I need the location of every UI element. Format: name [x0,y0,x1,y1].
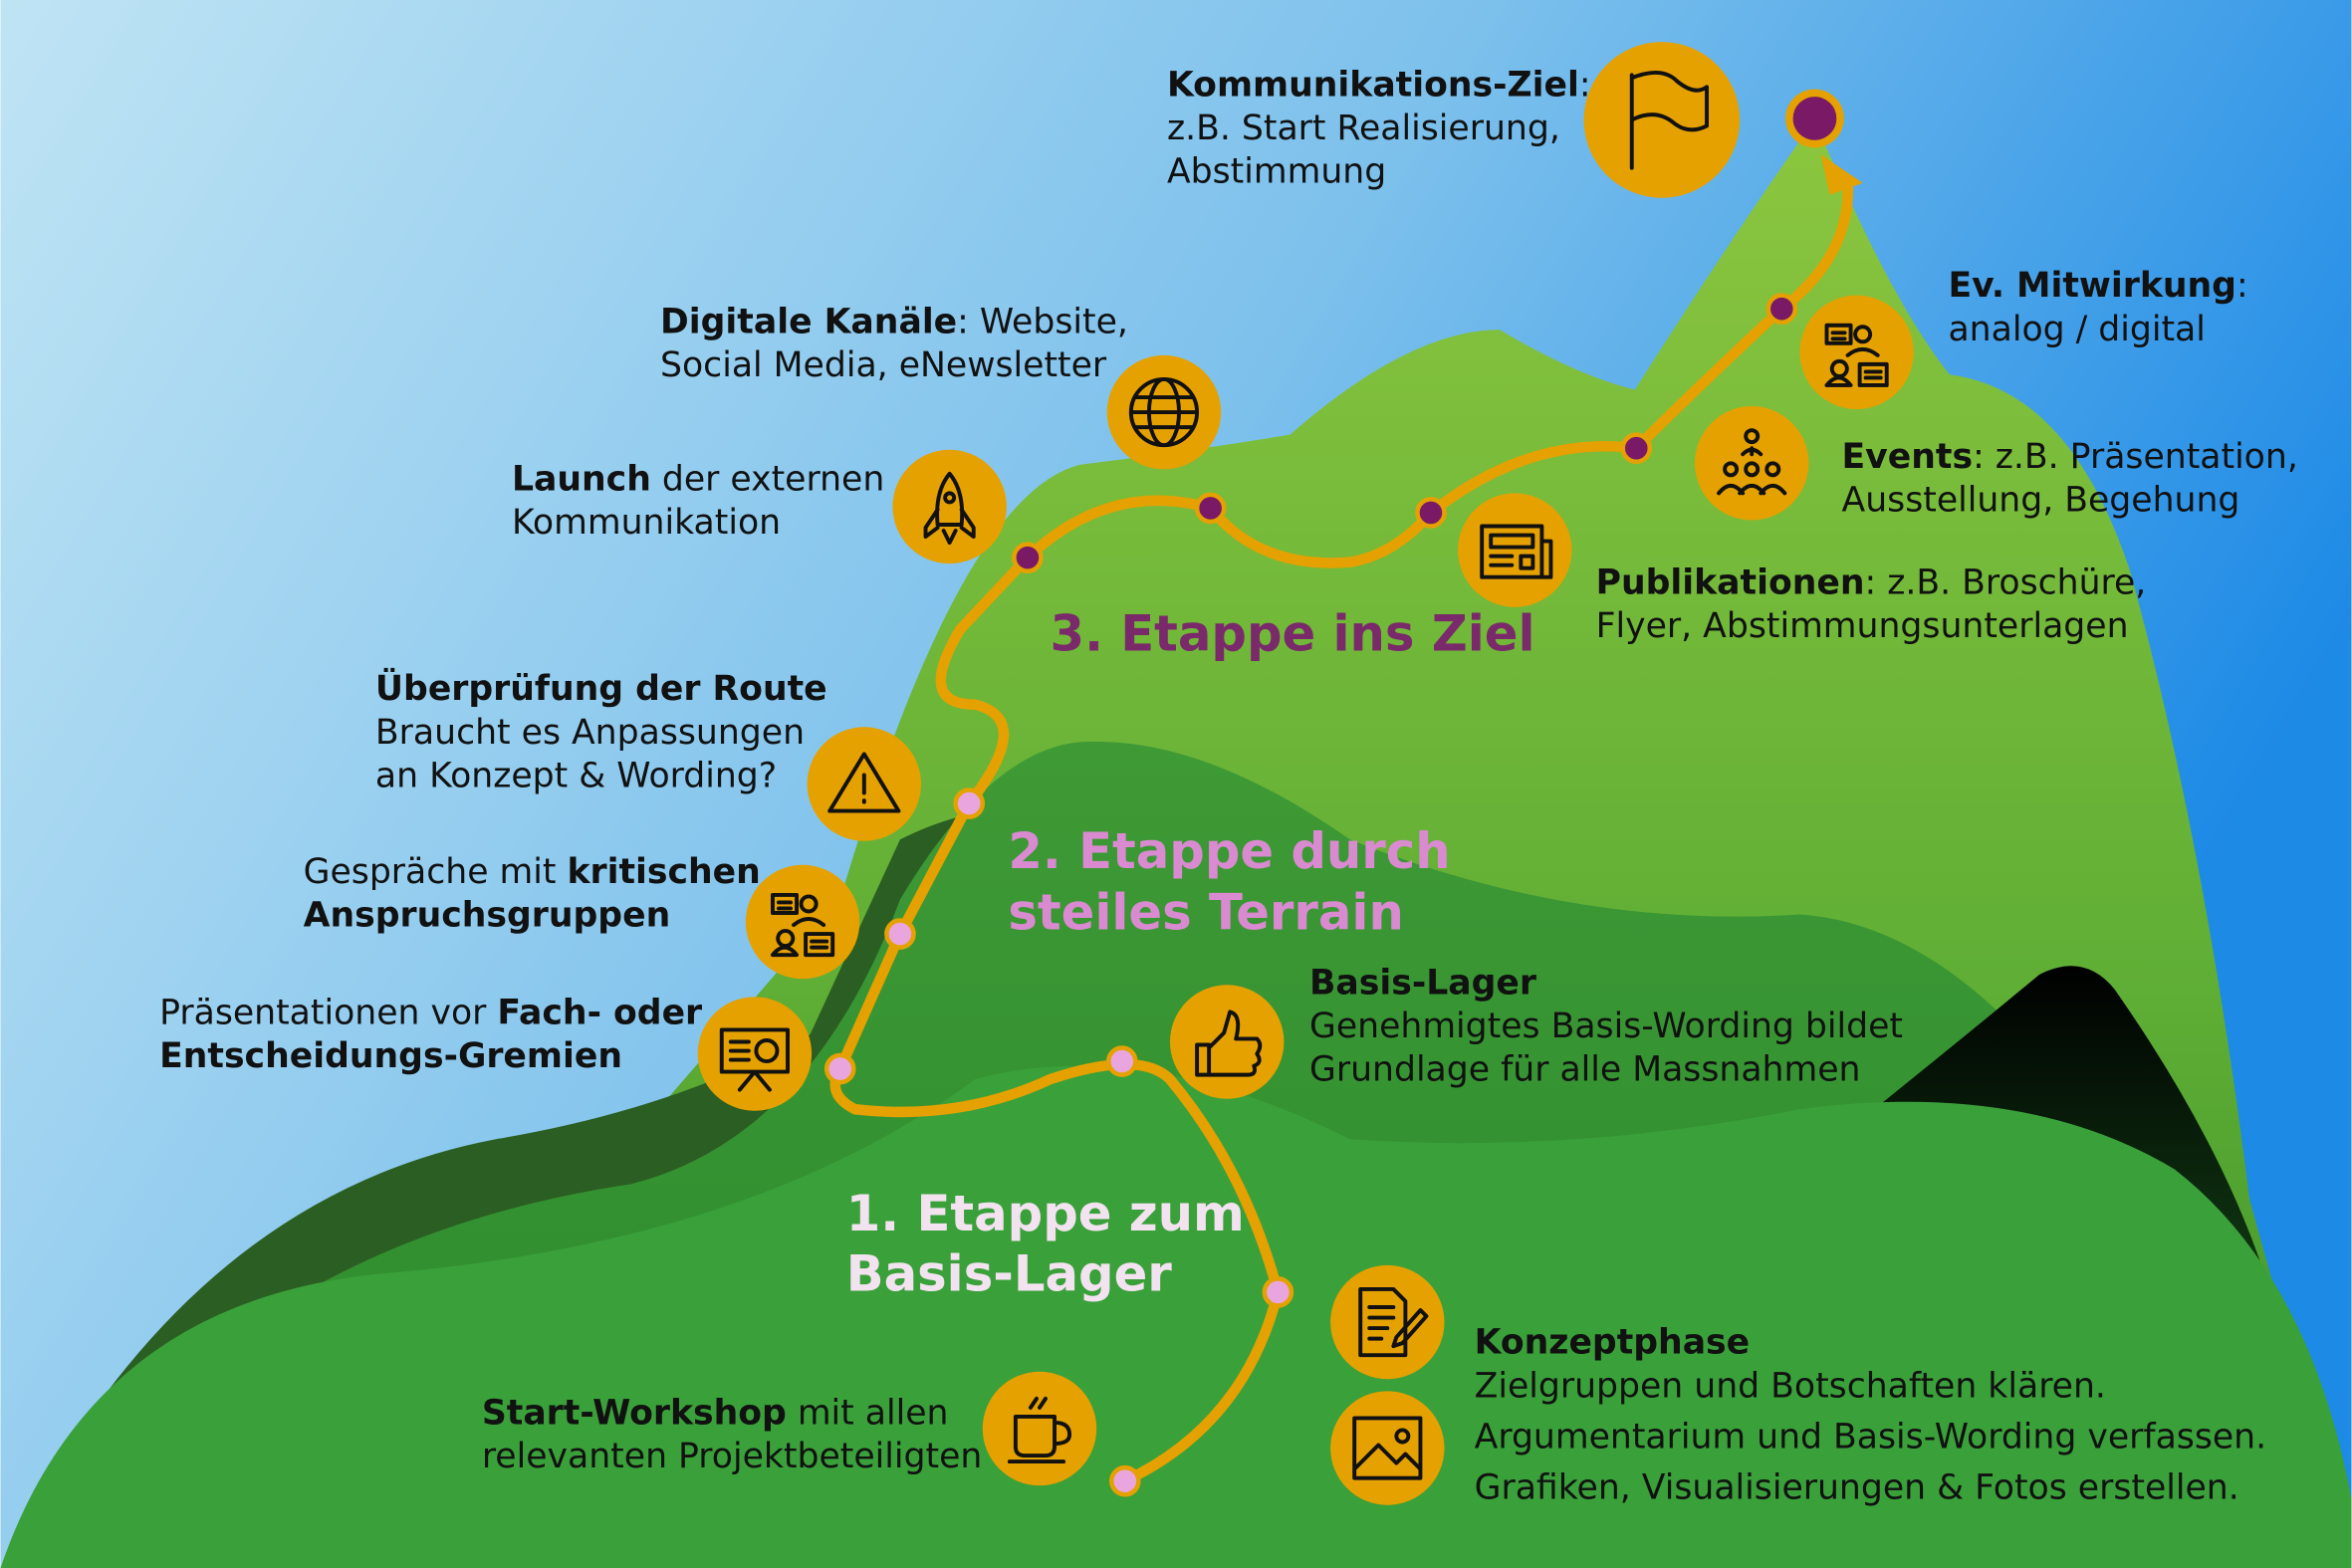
events-line2: Ausstellung, Begehung [1842,480,2240,520]
stage2-line1: 2. Etappe durch [1008,822,1450,880]
review-line2: an Konzept & Wording? [375,757,777,796]
workshop-title: Start-Workshop [482,1393,787,1433]
digital-title: Digitale Kanäle [660,302,957,341]
presentations-pre: Präsentationen vor [159,993,497,1032]
image-icon [1330,1391,1445,1505]
route-arrow-icon [1820,154,1863,195]
publications-title: Publikationen [1596,562,1865,602]
concept-line3: Grafiken, Visualisierungen & Fotos erste… [1475,1468,2239,1508]
front-hill [0,1065,2352,1568]
goal-line1: z.B. Start Realisierung, [1167,109,1560,148]
group-talk-icon [745,864,860,980]
rocket-icon [892,449,1007,564]
svg-text:Gespräche mit kritischen: Gespräche mit kritischen [304,852,761,892]
document-edit-icon [1330,1264,1445,1380]
basecamp-line1: Genehmigtes Basis-Wording bildet [1309,1007,1903,1046]
newspaper-icon [1458,493,1572,607]
events-icon [1694,406,1809,521]
coffee-icon [982,1371,1097,1486]
participation-line2: analog / digital [1948,310,2205,349]
digital-line2: Social Media, eNewsletter [660,345,1107,385]
goal-colon: : [1579,65,1591,105]
warning-icon [807,727,922,841]
presentation-icon [697,997,813,1111]
stage1-line2: Basis-Lager [846,1244,1173,1302]
digital-rest: : Website, [957,302,1128,341]
flag-icon [1583,42,1741,198]
svg-text:Kommunikations-Ziel:: Kommunikations-Ziel: [1167,65,1591,105]
svg-text:Digitale Kanäle: Website,: Digitale Kanäle: Website, [660,302,1128,341]
svg-text:Präsentationen vor Fach- oder: Präsentationen vor Fach- oder [159,993,702,1032]
events-title: Events [1842,437,1974,477]
talks-pre: Gespräche mit [304,852,568,892]
launch-rest: der externen [651,459,884,499]
svg-text:Ev. Mitwirkung:: Ev. Mitwirkung: [1948,266,2247,306]
svg-text:Launch der externen: Launch der externen [512,459,884,499]
launch-line2: Kommunikation [512,503,781,543]
review-title: Überprüfung der Route [375,667,827,709]
concept-title: Konzeptphase [1475,1323,1751,1363]
stage2-line2: steiles Terrain [1008,884,1403,942]
globe-icon [1106,354,1222,470]
workshop-line2: relevanten Projektbeteiligten [482,1437,983,1476]
presentations-bold1: Fach- oder [497,993,702,1032]
stage3-line1: 3. Etappe ins Ziel [1051,604,1535,662]
publications-line2: Flyer, Abstimmungsunterlagen [1596,606,2129,646]
thumbs-up-icon [1169,985,1285,1099]
events-rest: : z.B. Präsentation, [1973,437,2298,477]
launch-title: Launch [512,459,651,499]
svg-text:Events: z.B. Präsentation,: Events: z.B. Präsentation, [1842,437,2298,477]
basecamp-line2: Grundlage für alle Massnahmen [1309,1050,1860,1090]
talks-bold1: kritischen [567,852,760,892]
participation-colon: : [2236,266,2248,306]
goal-line2: Abstimmung [1167,152,1386,192]
concept-line1: Zielgruppen und Botschaften klären. [1475,1366,2106,1406]
talks-bold2: Anspruchsgruppen [304,896,671,936]
participation-title: Ev. Mitwirkung [1948,266,2236,306]
basecamp-title: Basis-Lager [1309,963,1536,1003]
svg-text:Start-Workshop mit allen: Start-Workshop mit allen [482,1393,949,1433]
goal-title: Kommunikations-Ziel [1167,65,1579,105]
participation-icon [1799,295,1914,410]
workshop-rest: mit allen [787,1393,949,1433]
presentations-bold2: Entscheidungs-Gremien [159,1036,622,1076]
concept-line2: Argumentarium und Basis-Wording verfasse… [1475,1418,2267,1457]
stage1-line1: 1. Etappe zum [846,1185,1245,1242]
route-dots [823,89,1844,1497]
review-line1: Braucht es Anpassungen [375,713,805,753]
publications-rest: : z.B. Broschüre, [1865,562,2147,602]
svg-text:Publikationen: z.B. Broschüre,: Publikationen: z.B. Broschüre, [1596,562,2147,602]
